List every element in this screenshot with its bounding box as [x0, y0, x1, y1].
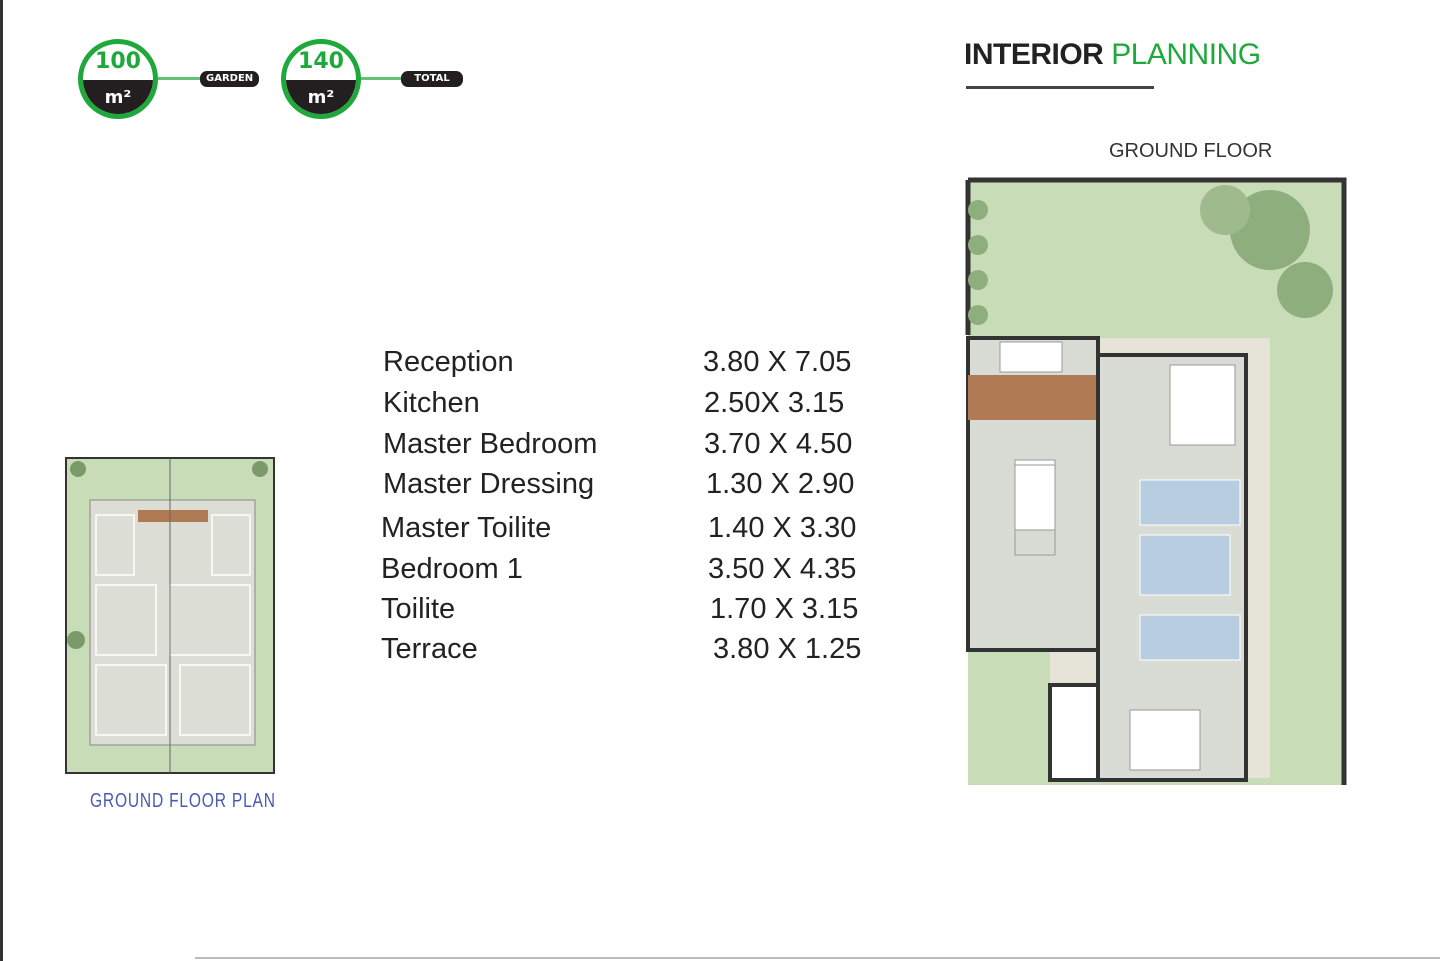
room-size: 3.50 X 4.35	[708, 553, 857, 585]
room-name: Toilite	[381, 593, 456, 625]
connector-line	[361, 77, 403, 80]
room-name: Master Dressing	[383, 468, 595, 500]
room-name: Terrace	[381, 633, 478, 665]
garden-area-unit: m²	[83, 80, 153, 114]
garden-area-badge: 100 m²	[78, 39, 158, 119]
room-size: 1.70 X 3.15	[710, 593, 859, 625]
page-divider	[195, 957, 1440, 959]
total-area-badge: 140 m²	[281, 39, 361, 119]
page-edge	[0, 0, 3, 961]
room-name: Bedroom 1	[381, 553, 523, 585]
total-area-unit: m²	[286, 80, 356, 114]
room-name: Reception	[383, 346, 514, 378]
ground-floor-plan	[965, 177, 1347, 785]
total-label: TOTAL	[401, 71, 463, 87]
room-name: Master Bedroom	[383, 428, 598, 460]
room-size: 3.80 X 7.05	[703, 346, 852, 378]
plan-caption: GROUND FLOOR PLAN	[90, 790, 276, 812]
total-area-value: 140	[298, 49, 344, 74]
title-underline	[966, 86, 1154, 89]
garden-label: GARDEN	[200, 71, 260, 87]
floor-label: GROUND FLOOR	[1109, 140, 1273, 162]
room-size: 1.40 X 3.30	[708, 512, 857, 544]
room-name: Kitchen	[383, 387, 480, 419]
title-green: PLANNING	[1111, 38, 1261, 71]
title-dark: INTERIOR	[964, 38, 1104, 71]
room-size: 3.80 X 1.25	[713, 633, 862, 665]
connector-line	[158, 77, 202, 80]
room-size: 2.50X 3.15	[704, 387, 845, 419]
page-title: INTERIOR PLANNING	[964, 38, 1261, 72]
ground-floor-plan-thumbnail	[65, 457, 275, 774]
room-size: 3.70 X 4.50	[704, 428, 853, 460]
garden-area-value: 100	[95, 49, 141, 74]
room-name: Master Toilite	[381, 512, 552, 544]
room-size: 1.30 X 2.90	[706, 468, 855, 500]
